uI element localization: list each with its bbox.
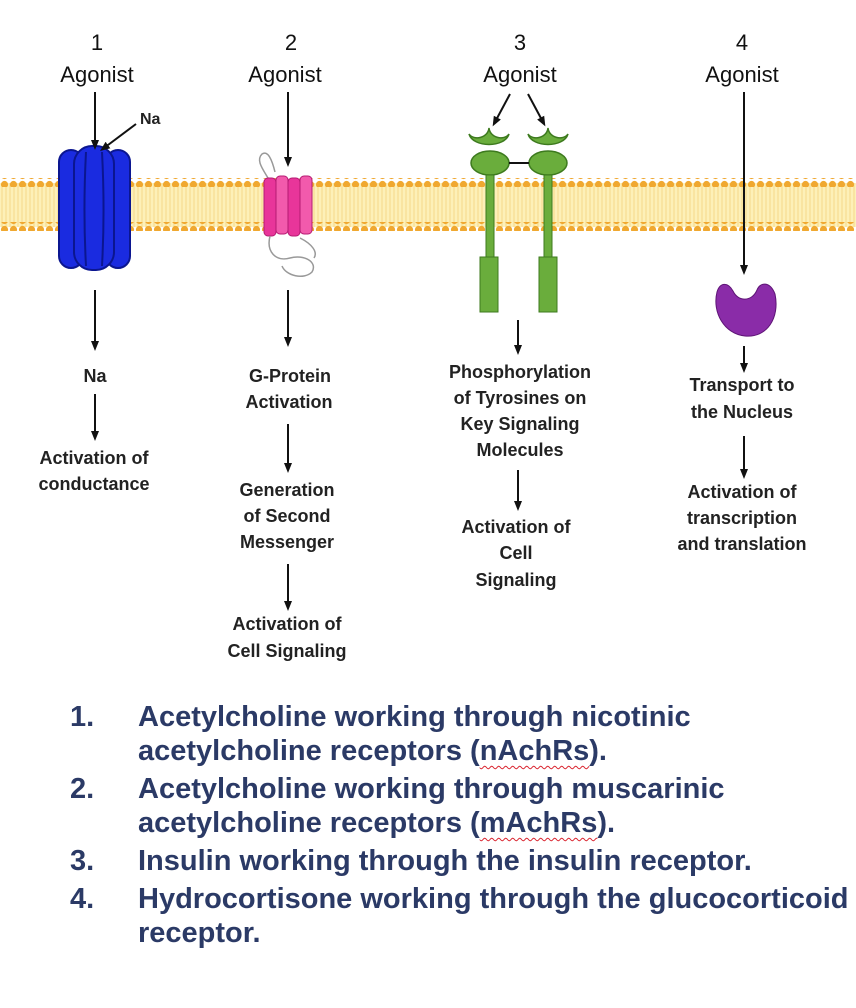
col1-step2-line2: conductance — [38, 474, 149, 494]
col3-step2-line1: Activation of — [461, 517, 571, 537]
legend-number: 3. — [70, 845, 95, 877]
muscarinic-receptor — [258, 152, 316, 278]
legend-text-end: ). — [597, 807, 616, 839]
legend-item-3: 3. Insulin working through the insulin re… — [70, 844, 850, 878]
legend-text: Insulin working through the insulin rece… — [138, 845, 752, 877]
legend-number: 2. — [70, 773, 95, 805]
legend-number: 1. — [70, 701, 95, 733]
col1-step1-line1: Na — [83, 366, 107, 386]
legend-list: 1. Acetylcholine working through nicotini… — [70, 700, 850, 954]
insulin-receptor — [468, 127, 569, 313]
col3-number: 3 — [514, 30, 526, 55]
col2-agonist: Agonist — [248, 62, 321, 87]
col3-step1-line4: Molecules — [476, 440, 563, 460]
col1-number: 1 — [91, 30, 103, 55]
col2-step3-line2: Cell Signaling — [227, 641, 346, 661]
col2-step1-line2: Activation — [245, 392, 332, 412]
legend-number: 4. — [70, 883, 95, 915]
col3-agonist: Agonist — [483, 62, 556, 87]
col2-step1-line1: G-Protein — [249, 366, 331, 386]
legend-item-2: 2. Acetylcholine working through muscarin… — [70, 772, 850, 840]
col3-step2-line3: Signaling — [476, 570, 557, 590]
col4-agonist: Agonist — [705, 62, 778, 87]
col2-number: 2 — [285, 30, 297, 55]
col3-step1-line2: of Tyrosines on — [454, 388, 587, 408]
col4-step1-line1: Transport to — [689, 375, 794, 395]
glucocorticoid-receptor — [715, 283, 777, 337]
col1-agonist: Agonist — [60, 62, 133, 87]
col4-step2-line1: Activation of — [687, 482, 797, 502]
col1-step2-line1: Activation of — [39, 448, 149, 468]
nicotinic-channel — [58, 145, 131, 271]
legend-text: Hydrocortisone working through the gluco… — [138, 883, 849, 949]
col3-agonist-arrow-right — [527, 93, 546, 127]
col2-step2-line3: Messenger — [240, 532, 334, 552]
legend-item-1: 1. Acetylcholine working through nicotini… — [70, 700, 850, 768]
signaling-diagram: 1 Agonist 2 Agonist 3 Agonist 4 Agonist … — [0, 30, 856, 661]
col2-step3-line1: Activation of — [232, 614, 342, 634]
col3-step1-line1: Phosphorylation — [449, 362, 591, 382]
spellcheck-flagged-word: nAchRs — [479, 735, 590, 767]
col3-step2-line2: Cell — [499, 543, 532, 563]
col1-ion-arrow — [100, 123, 137, 151]
col3-step1-line3: Key Signaling — [460, 414, 579, 434]
col4-step1-line2: the Nucleus — [691, 402, 793, 422]
col2-step2-line2: of Second — [243, 506, 330, 526]
spellcheck-flagged-word: mAchRs — [479, 807, 598, 839]
cell-membrane — [0, 178, 856, 231]
legend-text: Acetylcholine working through muscarinic… — [138, 773, 725, 839]
col2-step2-line1: Generation — [239, 480, 334, 500]
col4-number: 4 — [736, 30, 748, 55]
col1-ion-label: Na — [140, 111, 161, 128]
col3-agonist-arrow-left — [492, 93, 511, 127]
legend-item-4: 4. Hydrocortisone working through the glu… — [70, 882, 850, 950]
col4-step2-line2: transcription — [687, 508, 797, 528]
legend-text: Acetylcholine working through nicotinic … — [138, 701, 691, 767]
legend-text-end: ). — [589, 735, 607, 767]
col4-step2-line3: and translation — [677, 534, 806, 554]
